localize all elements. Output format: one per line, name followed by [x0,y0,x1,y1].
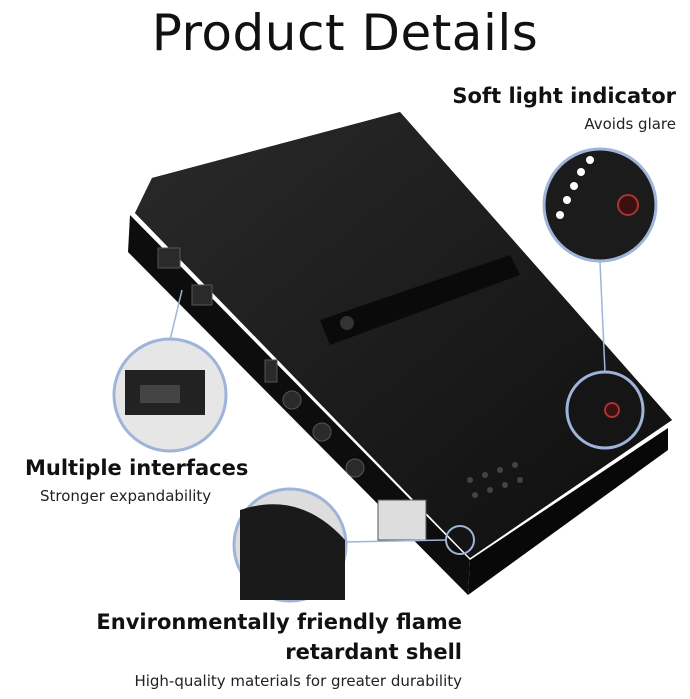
feature-heading-shell-2: retardant shell [285,640,462,664]
page-title: Product Details [151,4,539,62]
feature-heading-shell-1: Environmentally friendly flame [96,610,462,634]
callout-shell [232,487,475,603]
feature-heading-interfaces: Multiple interfaces [25,456,249,480]
callout-light-indicator [542,147,658,450]
feature-heading-light: Soft light indicator [452,84,676,108]
device-ports [157,247,427,541]
feature-subtext-shell: High-quality materials for greater durab… [134,672,462,690]
vent-holes [467,462,523,498]
callout-lines [169,261,606,543]
feature-subtext-interfaces: Stronger expandability [40,487,212,505]
callout-interfaces [112,337,228,453]
feature-subtext-light: Avoids glare [584,115,676,133]
